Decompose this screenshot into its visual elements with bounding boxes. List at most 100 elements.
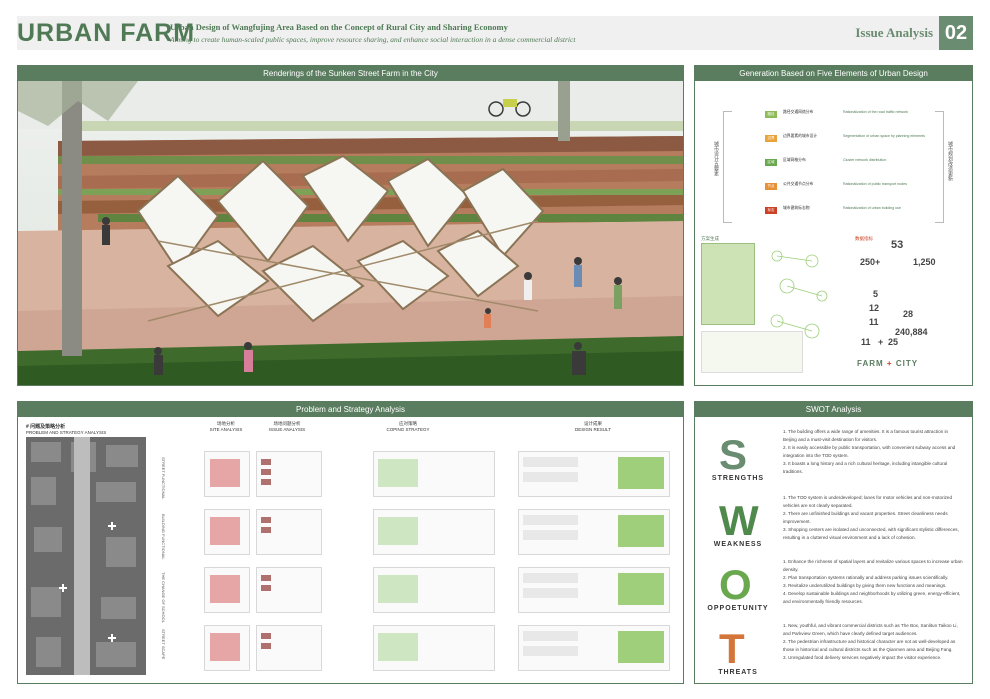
swot-letter: T bbox=[719, 625, 745, 672]
strategy-cell bbox=[373, 509, 495, 555]
poster-logo: URBAN FARM bbox=[17, 19, 196, 47]
stat-value: 11 bbox=[869, 317, 879, 327]
stat-value: 5 bbox=[873, 289, 879, 299]
swot-opportunity: O OPPOETUNITY 1. Enhance the richness of… bbox=[695, 554, 972, 616]
farm-text: FARM bbox=[857, 359, 884, 368]
five-elements-panel: Generation Based on Five Elements of Urb… bbox=[694, 65, 973, 386]
swot-panel-title: SWOT Analysis bbox=[695, 402, 972, 417]
element-cn: 边界要素的城市设计 bbox=[783, 134, 818, 138]
element-en: Segmentation of urban space by planning … bbox=[843, 134, 925, 138]
bottom-left-scheme bbox=[701, 331, 803, 373]
site-cell bbox=[204, 625, 250, 671]
right-vertical-label: 城市规划改造更新 bbox=[947, 141, 953, 181]
aerial-map bbox=[26, 437, 146, 675]
swot-threats: T THREATS 1. New, youthful, and vibrant … bbox=[695, 618, 972, 680]
swot-text: 1. New, youthful, and vibrant commercial… bbox=[783, 623, 958, 660]
swot-letter: W bbox=[719, 497, 759, 544]
stat-value: 12 bbox=[869, 303, 880, 313]
scheme-diagram bbox=[701, 243, 755, 325]
left-bracket bbox=[723, 111, 732, 223]
row-label: THE CHANGE OF SCHOOL bbox=[161, 572, 166, 623]
result-cell bbox=[518, 567, 670, 613]
result-cell bbox=[518, 451, 670, 497]
stats-label: 数据指标 bbox=[855, 236, 873, 241]
poster-subtitle: Aiming to create human-scaled public spa… bbox=[170, 35, 576, 44]
swot-weakness: W WEAKNESS 1. The TOD system is underdev… bbox=[695, 490, 972, 552]
right-bracket bbox=[935, 111, 944, 223]
element-tag: 路径 bbox=[765, 111, 777, 118]
stat-value: 1,250 bbox=[913, 257, 936, 267]
rendering-panel-title: Renderings of the Sunken Street Farm in … bbox=[18, 66, 683, 81]
site-cell bbox=[204, 567, 250, 613]
plus-sign: + bbox=[886, 359, 893, 368]
swot-text: 1. The TOD system is underdeveloped; lan… bbox=[783, 495, 959, 540]
issue-cell bbox=[256, 567, 322, 613]
problem-panel-title: Problem and Strategy Analysis bbox=[18, 402, 683, 417]
row-label: BUILDING FUNCTIONAL bbox=[161, 514, 166, 560]
result-cell bbox=[518, 509, 670, 555]
element-tag: 节点 bbox=[765, 183, 777, 190]
five-elements-diagram: 城市设计五要素 城市规划改造更新 路径 路径交通网络分布 Rationaliza… bbox=[695, 81, 972, 385]
result-cell bbox=[518, 625, 670, 671]
element-cn: 区域网格分布 bbox=[783, 158, 806, 162]
farm-city-logo: FARM + CITY bbox=[857, 359, 918, 368]
left-vertical-label: 城市设计五要素 bbox=[713, 141, 719, 176]
issue-cell bbox=[256, 625, 322, 671]
aerial-map-image bbox=[26, 437, 146, 675]
element-cn: 路径交通网络分布 bbox=[783, 110, 814, 114]
rendering-illustration bbox=[18, 81, 683, 385]
element-en: Rationalization of public transport node… bbox=[843, 182, 907, 186]
element-en: Rationalization of urban building use bbox=[843, 206, 901, 210]
swot-strengths: S STRENGTHS 1. The building offers a wid… bbox=[695, 424, 972, 486]
element-tag: 标志 bbox=[765, 207, 777, 214]
swot-letter: O bbox=[719, 561, 752, 608]
swot-letter: S bbox=[719, 431, 748, 478]
element-en: Cluster network distribution bbox=[843, 158, 887, 162]
problem-tag: # 问题及策略分析 bbox=[26, 424, 66, 430]
scheme-label: 方案生成 bbox=[701, 236, 719, 241]
element-cn: 城市建筑标志物 bbox=[783, 206, 810, 210]
problem-strategy-analysis: # 问题及策略分析 PROBLEM AND STRATEGY ANALYSIS bbox=[18, 417, 683, 683]
strategy-cell bbox=[373, 451, 495, 497]
swot-word: THREATS bbox=[718, 669, 758, 676]
row-label: STREET SCAPE bbox=[161, 629, 166, 660]
element-tag: 区域 bbox=[765, 159, 777, 166]
poster-title: Urban Design of Wangfujing Area Based on… bbox=[170, 22, 508, 32]
stat-value: 28 bbox=[903, 309, 914, 319]
stat-value: + bbox=[878, 337, 884, 347]
element-en: Rationalization of the road traffic netw… bbox=[843, 110, 909, 114]
stat-value: 11 bbox=[861, 337, 871, 347]
problem-panel: Problem and Strategy Analysis # 问题及策略分析 … bbox=[17, 401, 684, 684]
element-row-2: 边界 边界要素的城市设计 Segmentation of urban space… bbox=[735, 132, 935, 148]
element-row-3: 区域 区域网格分布 Cluster network distribution bbox=[735, 156, 935, 172]
element-cn: 公共交通节点分布 bbox=[783, 182, 814, 186]
issue-cell bbox=[256, 509, 322, 555]
five-elements-panel-title: Generation Based on Five Elements of Urb… bbox=[695, 66, 972, 81]
city-text: CITY bbox=[895, 359, 919, 368]
swot-text: 1. The building offers a wide range of a… bbox=[783, 429, 956, 474]
element-row-5: 标志 城市建筑标志物 Rationalization of urban buil… bbox=[735, 204, 935, 220]
sunken-farm-rendering bbox=[18, 81, 683, 385]
element-row-4: 节点 公共交通节点分布 Rationalization of public tr… bbox=[735, 180, 935, 196]
swot-word: OPPOETUNITY bbox=[707, 605, 769, 612]
stat-value: 53 bbox=[891, 239, 904, 251]
row-label: STREET FUNCTIONAL bbox=[161, 457, 166, 500]
strategy-cell bbox=[373, 567, 495, 613]
issue-cell bbox=[256, 451, 322, 497]
rendering-panel: Renderings of the Sunken Street Farm in … bbox=[17, 65, 684, 386]
scheme-network bbox=[770, 250, 828, 339]
strategy-cell bbox=[373, 625, 495, 671]
poster-header: URBAN FARM Urban Design of Wangfujing Ar… bbox=[17, 16, 973, 50]
stat-value: 250+ bbox=[860, 257, 881, 267]
swot-word: STRENGTHS bbox=[711, 475, 765, 482]
stat-value: 25 bbox=[888, 337, 899, 347]
site-cell bbox=[204, 451, 250, 497]
element-tag: 边界 bbox=[765, 135, 777, 142]
element-row-1: 路径 路径交通网络分布 Rationalization of the road … bbox=[735, 108, 935, 124]
page-number: 02 bbox=[939, 16, 973, 50]
site-cell bbox=[204, 509, 250, 555]
